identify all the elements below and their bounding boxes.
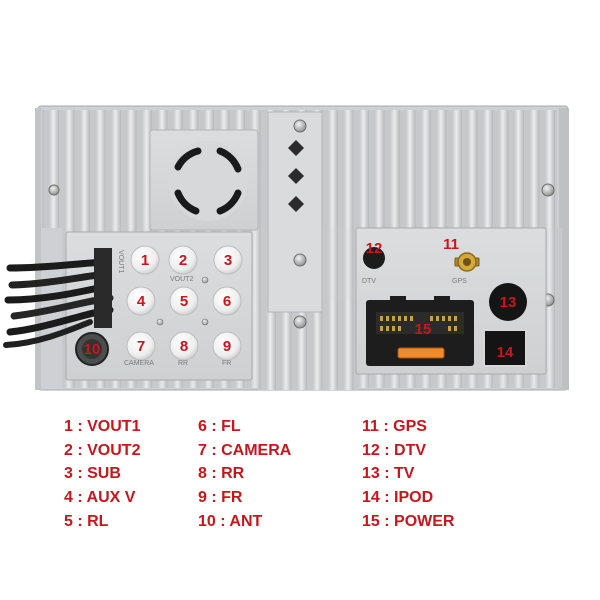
rca-jack <box>130 245 160 275</box>
callout-6: 6 <box>223 293 231 310</box>
rca-jacks <box>126 245 243 361</box>
rca-jack <box>126 286 156 316</box>
callout-10: 10 <box>84 341 101 358</box>
legend-item: 10 : ANT <box>198 512 263 530</box>
callout-numbers: 1 2 3 4 5 6 7 8 9 10 11 12 13 14 15 <box>84 236 517 361</box>
rca-jack <box>212 286 242 316</box>
legend-item: 5 : RL <box>64 512 109 530</box>
right-bracket <box>559 108 569 390</box>
callout-14: 14 <box>497 344 514 361</box>
screw <box>293 315 307 329</box>
callout-13: 13 <box>500 294 517 311</box>
rca-jack <box>213 245 243 275</box>
callout-8: 8 <box>180 338 188 355</box>
callout-3: 3 <box>224 252 232 269</box>
rca-jack <box>169 331 199 361</box>
legend-column-1: 1 : VOUT1 2 : VOUT2 3 : SUB 4 : AUX V 5 … <box>64 415 140 533</box>
cable-grommet <box>94 248 112 328</box>
legend-column-3: 11 : GPS 12 : DTV 13 : TV 14 : IPOD 15 :… <box>362 415 454 533</box>
legend-item: 1 : VOUT1 <box>64 418 141 435</box>
gps-silk-label: GPS <box>452 278 467 285</box>
callout-7: 7 <box>137 338 145 355</box>
callout-2: 2 <box>179 252 187 269</box>
legend-item: 4 : AUX V <box>64 489 136 507</box>
legend-item: 7 : CAMERA <box>198 441 292 459</box>
legend-item: 13 : TV <box>362 465 415 483</box>
legend-item: 8 : RR <box>198 465 245 483</box>
silk-label-rr: RR <box>178 360 188 367</box>
legend-item: 14 : IPOD <box>362 489 434 507</box>
legend-item: 2 : VOUT2 <box>64 441 141 459</box>
ipod-port <box>483 329 527 367</box>
fuse <box>397 347 445 359</box>
rca-jack <box>126 331 156 361</box>
dtv-port <box>363 247 385 269</box>
fan-vent-icon <box>168 141 248 221</box>
legend-item: 3 : SUB <box>64 465 121 483</box>
left-bracket <box>35 108 41 390</box>
callout-5: 5 <box>180 293 188 310</box>
callout-4: 4 <box>137 293 146 310</box>
screw <box>48 184 60 196</box>
silk-label-fr: FR <box>222 360 231 367</box>
power-connector <box>366 296 474 366</box>
ant-jack-core <box>82 339 102 359</box>
legend-item: 12 : DTV <box>362 441 427 459</box>
callout-12: 12 <box>366 240 383 257</box>
legend-item: 6 : FL <box>198 418 241 435</box>
callout-15: 15 <box>415 321 432 338</box>
legend-item: 11 : GPS <box>362 418 427 435</box>
screw <box>541 183 555 197</box>
rca-jack <box>168 245 198 275</box>
screw <box>293 253 307 267</box>
silk-label-camera: CAMERA <box>124 360 154 367</box>
gps-connector <box>454 252 480 272</box>
legend-item: 9 : FR <box>198 489 243 507</box>
callout-1: 1 <box>141 252 149 269</box>
callout-11: 11 <box>443 236 459 253</box>
legend-item: 15 : POWER <box>362 512 455 530</box>
legend-column-2: 6 : FL 7 : CAMERA 8 : RR 9 : FR 10 : ANT <box>198 415 291 533</box>
tv-port <box>489 283 527 321</box>
rca-jack <box>169 286 199 316</box>
rca-jack <box>212 331 242 361</box>
silk-label-vout1: VOUT1 <box>117 250 124 273</box>
screw <box>293 119 307 133</box>
callout-9: 9 <box>223 338 231 355</box>
center-strip-holes <box>288 140 304 212</box>
silk-label-vout2: VOUT2 <box>170 276 193 283</box>
dtv-silk-label: DTV <box>362 278 376 285</box>
